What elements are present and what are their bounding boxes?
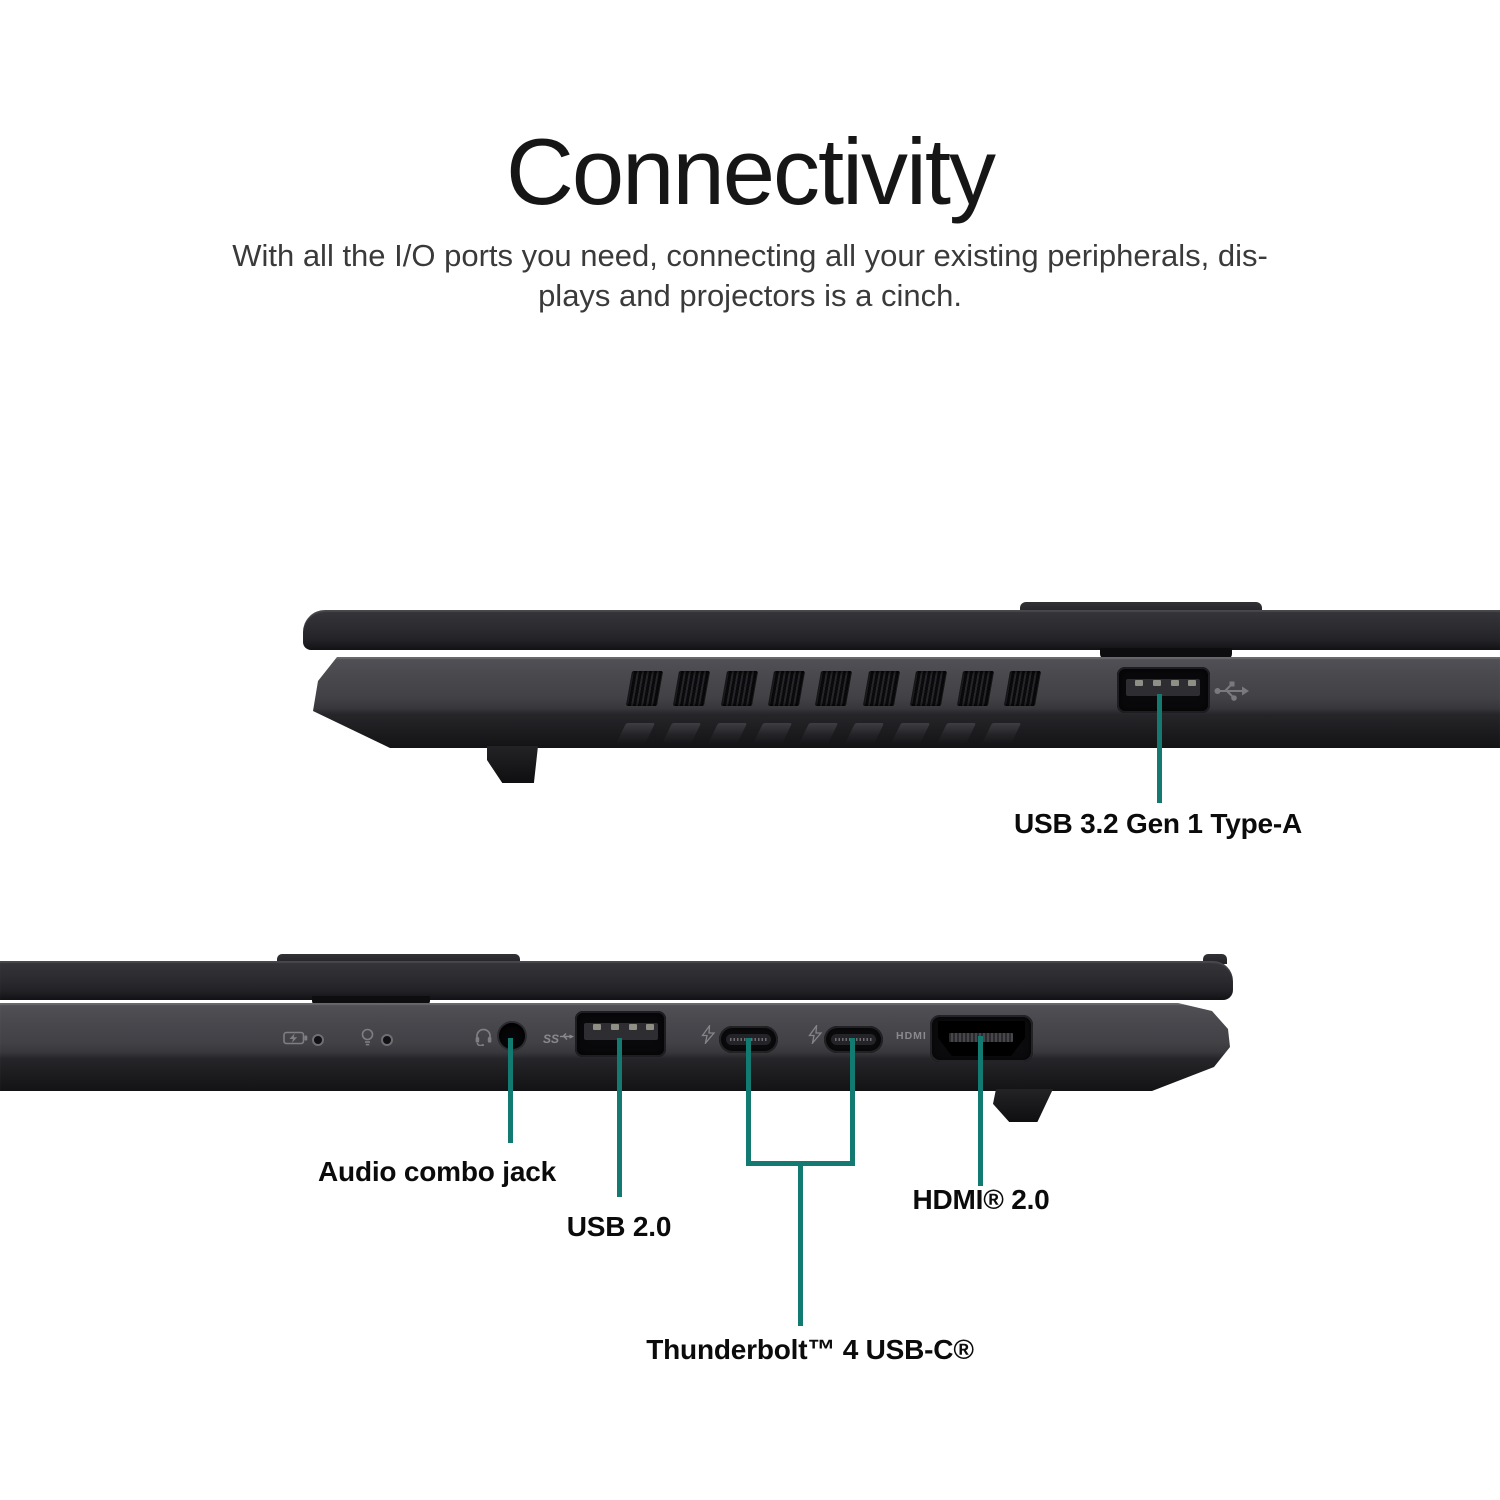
vent-slat: [815, 671, 853, 706]
usb-speed-marking: SS: [543, 1031, 575, 1046]
bottom-laptop-rubber-foot: [993, 1089, 1053, 1122]
usb-a-label: USB 3.2 Gen 1 Type-A: [1013, 808, 1302, 839]
top-laptop-rubber-foot: [487, 746, 538, 783]
top-laptop-hinge: [1100, 648, 1232, 659]
vent-slat: [957, 671, 995, 706]
bottom-laptop-lid: [0, 961, 1233, 1000]
usb-a-callout-line: [1157, 694, 1162, 803]
bottom-laptop-hinge-bump: [277, 954, 520, 964]
subtitle-line-2: plays and projectors is a cinch.: [538, 278, 962, 313]
page-subtitle: With all the I/O ports you need, connect…: [170, 236, 1330, 316]
vent-slat: [767, 671, 805, 706]
battery-charging-icon: [283, 1031, 308, 1045]
hdmi-marking: HDMI: [896, 1030, 927, 1042]
audio-callout-line: [508, 1038, 513, 1143]
headset-icon: [475, 1028, 492, 1046]
thunderbolt-callout-line-2: [850, 1038, 855, 1166]
power-led: [381, 1034, 393, 1046]
thunderbolt-label: Thunderbolt™ 4 USB-C®: [646, 1334, 974, 1365]
usb-a-tongue: [1126, 679, 1200, 696]
page-title: Connectivity: [506, 119, 996, 224]
power-indicator-icon: [361, 1028, 374, 1046]
charging-led: [312, 1034, 324, 1046]
usb2-label: USB 2.0: [566, 1211, 672, 1242]
hdmi-label: HDMI® 2.0: [912, 1184, 1050, 1215]
bottom-laptop-hinge: [312, 996, 430, 1005]
vent-slat: [720, 671, 758, 706]
subtitle-line-1: With all the I/O ports you need, connect…: [232, 238, 1268, 273]
thunderbolt-callout-line-1: [746, 1038, 751, 1166]
thunderbolt-icon-2: [808, 1025, 823, 1044]
top-laptop-lid: [303, 610, 1500, 650]
vent-slat: [673, 671, 711, 706]
thunderbolt-icon-1: [701, 1025, 716, 1044]
vent-slat: [862, 671, 900, 706]
usb-a-port: [1117, 667, 1210, 713]
vent-slat: [909, 671, 947, 706]
vent-slat: [625, 671, 664, 706]
usb2-callout-line: [617, 1038, 622, 1197]
usb-2-tongue: [584, 1023, 658, 1040]
hdmi-callout-line: [978, 1036, 983, 1186]
audio-label: Audio combo jack: [318, 1156, 556, 1187]
bottom-laptop-lid-cap: [1203, 954, 1227, 964]
usb-trident-icon: [1214, 681, 1249, 701]
thunderbolt-callout-stem: [798, 1161, 803, 1326]
